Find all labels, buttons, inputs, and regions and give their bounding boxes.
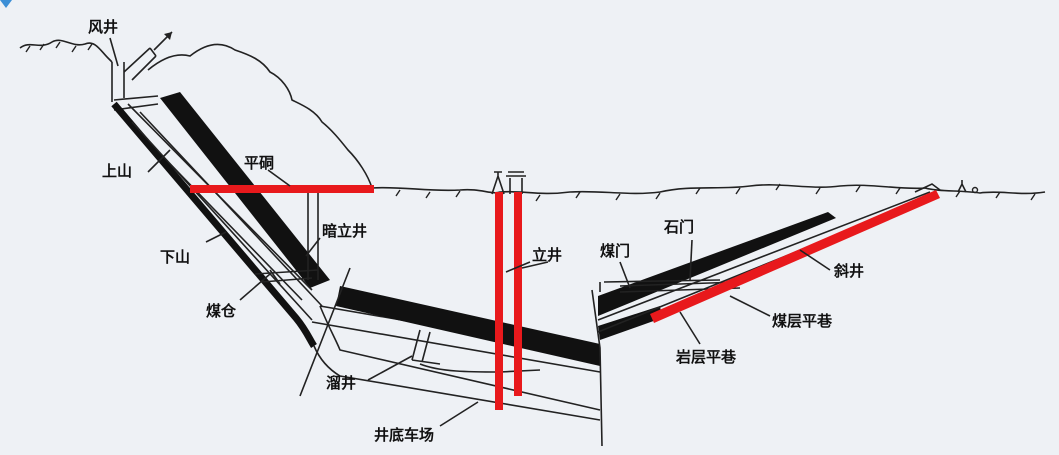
coal-seam-left-edge: [111, 101, 317, 348]
label-yan-ceng-ping-xiang: 岩层平巷: [675, 348, 737, 366]
label-xie-jing: 斜井: [833, 262, 864, 280]
coal-bunker: [254, 269, 319, 285]
label-xia-shan: 下山: [160, 248, 190, 266]
downhill-roadway: [131, 111, 323, 321]
headframe-right-icon: [957, 180, 979, 194]
label-ping-dong: 平硐: [244, 154, 274, 172]
main-shaft-highlight-2: [514, 192, 522, 396]
label-jing-di-che-chang: 井底车场: [374, 426, 434, 444]
ventilation-shaft: [111, 31, 173, 102]
coal-seam-main: [336, 286, 600, 366]
label-an-li-jing: 暗立井: [322, 222, 367, 240]
label-mei-cang: 煤仓: [206, 302, 237, 320]
ground-surface-left: [19, 39, 113, 63]
main-shaft-highlight-1: [495, 192, 503, 410]
fault-line-center: [591, 289, 603, 447]
adit-highlight: [190, 185, 374, 193]
airflow-arrow-icon: [164, 32, 172, 40]
label-li-jing: 立井: [532, 246, 562, 264]
incline-shaft-highlight: [650, 190, 940, 323]
highlights: [190, 185, 940, 410]
coal-seam-right-upper: [598, 212, 836, 316]
hill-outline: [147, 43, 373, 189]
fault-line-left: [299, 267, 351, 397]
ground-surface-right: [371, 184, 1046, 195]
label-mei-ceng-ping-xiang: 煤层平巷: [772, 312, 833, 330]
label-liu-jing: 溜井: [326, 374, 356, 392]
ore-pass: [411, 329, 441, 365]
leader-lines: [109, 37, 831, 427]
label-shi-men: 石门: [663, 218, 694, 236]
label-mei-men: 煤门: [600, 242, 630, 260]
surface-hatching: [25, 41, 1036, 202]
coal-seam-right-lower: [598, 306, 662, 340]
label-feng-jing: 风井: [88, 18, 118, 36]
blind-shaft: [307, 188, 319, 280]
headframe-main-icon: [491, 171, 526, 195]
incline-head: [914, 183, 941, 193]
corner-accent-icon: [0, 0, 12, 8]
label-shang-shan: 上山: [102, 162, 132, 180]
